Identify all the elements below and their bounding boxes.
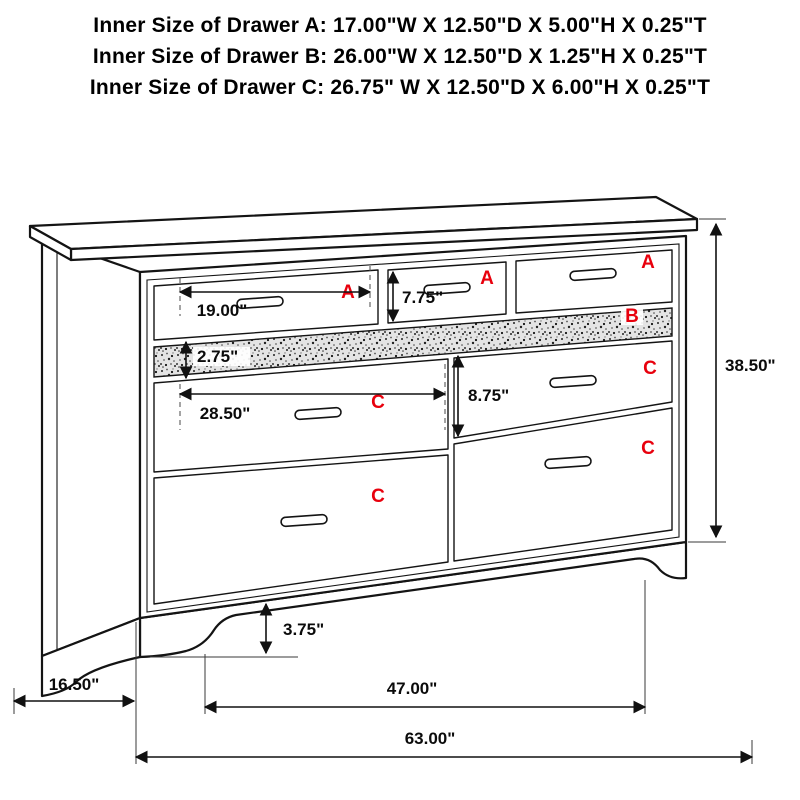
drawer-a3-label: A [641,252,655,273]
drawer-c-right-2-face [453,407,673,562]
dimension-label: 63.00" [405,729,456,748]
dim-side-depth: 16.50" [12,675,136,714]
drawer-c-right-2-handle [544,455,592,470]
drawer-c-right-2-label: C [641,438,655,459]
dim-drawer-c-width: 28.50" [178,364,447,430]
drawer-c-right-1: C [453,340,673,439]
dimension-label: 19.00" [197,301,248,320]
dim-drawer-b-height: 2.75" [179,340,250,380]
drawer-c-right-1-label: C [643,358,657,379]
size-spec-header: Inner Size of Drawer A: 17.00"W X 12.50"… [0,10,800,103]
dimension-annotations: 19.00" 7.75" 2.75" 28.50" 8.75" [12,218,776,764]
drawer-a2: A [387,261,507,324]
dim-drawer-c-height: 8.75" [451,354,509,438]
drawer-b-face [153,307,673,378]
dimension-label: 16.50" [49,675,100,694]
drawer-a-spec-text: Inner Size of Drawer A: 17.00"W X 12.50"… [93,14,707,37]
dim-overall-height: 38.50" [688,218,776,543]
drawer-c-left-2-face [153,454,449,605]
dimension-label: 8.75" [468,386,509,405]
side-base-and-foot [40,616,142,698]
drawer-c-right-1-handle [549,374,597,389]
face-frame-inner-line [146,243,680,613]
dimension-label: 47.00" [387,679,438,698]
dimension-label-backing [193,347,250,366]
dimension-label: 7.75" [402,288,443,307]
dim-overall-width: 63.00" [134,622,754,764]
top-board-left-edge [28,224,73,262]
dimension-label: 38.50" [725,356,776,375]
drawer-b-jewelry-band: B [153,306,673,378]
drawer-c-left-1-label: C [371,392,385,413]
drawer-c-right-2: C [453,407,673,562]
drawer-c-left-2: C [153,454,449,605]
dimension-label: 28.50" [200,404,251,423]
drawer-c-left-1-handle [294,406,342,421]
dim-drawer-a-width: 19.00" [178,266,372,320]
dimension-label: 3.75" [283,620,324,639]
drawer-a3-handle [569,267,617,282]
dim-feet-span: 47.00" [203,580,647,714]
drawer-a3: A [515,249,673,314]
drawer-a2-handle [423,281,471,296]
drawer-b-spec-text: Inner Size of Drawer B: 26.00"W X 12.50"… [92,45,708,68]
drawer-c-spec-text: Inner Size of Drawer C: 26.75" W X 12.50… [89,76,711,99]
dim-foot-height: 3.75" [150,602,324,658]
drawer-a2-label: A [480,268,494,289]
drawer-b-label: B [625,306,639,327]
drawer-c-left-2-label: C [371,486,385,507]
drawer-c-left-2-handle [280,513,328,528]
drawer-b-label-backing [621,308,643,325]
drawers: A A A B C [153,249,673,605]
dim-drawer-a-height: 7.75" [386,270,443,323]
front-base-and-feet [138,540,688,659]
dimension-label: 2.75" [197,347,238,366]
drawer-a3-face [515,249,673,314]
